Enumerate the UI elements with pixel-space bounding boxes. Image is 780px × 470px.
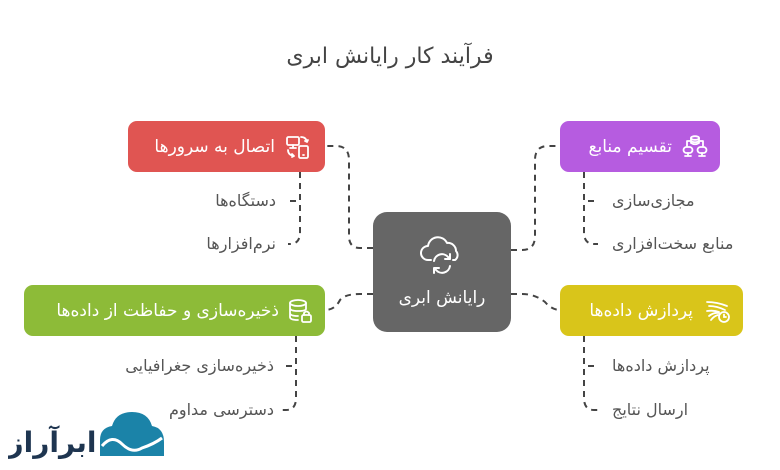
database-lock-icon [289, 298, 312, 323]
device-sync-icon [286, 135, 309, 159]
cloud-sync-icon [420, 236, 459, 274]
sub-item-geo-storage: ذخیره‌سازی جغرافیایی [125, 356, 274, 375]
node-label: اتصال به سرورها [154, 136, 275, 157]
diagram-title: فرآیند کار رایانش ابری [286, 44, 494, 69]
node-label: تقسیم منابع [588, 136, 672, 157]
sub-item-devices: دستگاه‌ها [215, 191, 276, 210]
node-label: ذخیره‌سازی و حفاظت از داده‌ها [56, 300, 279, 321]
sub-item-continuous-access: دسترسی مداوم [168, 400, 274, 419]
node-label: پردازش داده‌ها [589, 300, 693, 321]
center-label: رایانش ابری [398, 288, 486, 308]
cloud-wave-icon [100, 412, 164, 456]
node-data-processing: پردازش داده‌ها [560, 285, 743, 336]
network-database-icon [682, 134, 708, 157]
node-resource-sharing: تقسیم منابع [560, 121, 720, 172]
brand-logo: ابرآراز [6, 408, 168, 468]
node-connect-servers: اتصال به سرورها [128, 121, 325, 172]
brand-name: ابرآراز [8, 425, 96, 459]
sub-item-software: نرم‌افزارها [206, 234, 276, 253]
node-data-storage: ذخیره‌سازی و حفاظت از داده‌ها [24, 285, 325, 336]
sub-item-hardware-resources: منابع سخت‌افزاری [612, 234, 734, 253]
center-node-cloud-computing: رایانش ابری [373, 212, 511, 332]
sub-item-data-processing: پردازش داده‌ها [612, 356, 710, 375]
speed-clock-icon [706, 300, 730, 323]
sub-item-send-results: ارسال نتایج [612, 400, 689, 419]
sub-item-virtualization: مجازی‌سازی [612, 191, 695, 210]
